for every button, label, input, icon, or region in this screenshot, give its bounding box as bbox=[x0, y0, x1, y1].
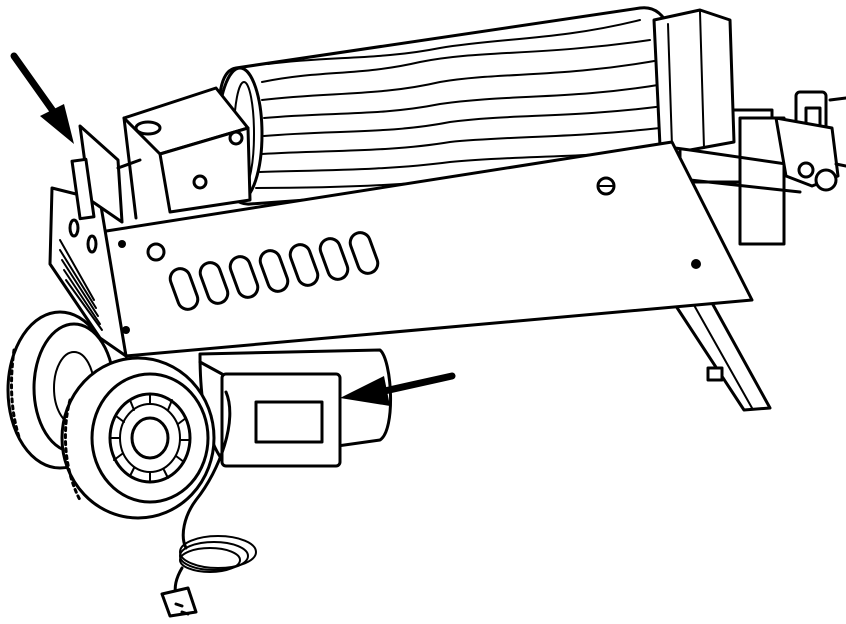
control-handle-arrow bbox=[10, 52, 74, 144]
motor bbox=[198, 348, 393, 468]
front-wheel bbox=[60, 356, 216, 520]
motor-switch-arrow bbox=[340, 372, 456, 406]
push-plate bbox=[122, 86, 252, 220]
main-beam bbox=[98, 140, 754, 358]
power-cord bbox=[160, 390, 257, 618]
rear-support-leg bbox=[670, 290, 772, 412]
log bbox=[216, 6, 701, 206]
end-plate bbox=[652, 8, 736, 152]
control-handle bbox=[70, 124, 142, 224]
